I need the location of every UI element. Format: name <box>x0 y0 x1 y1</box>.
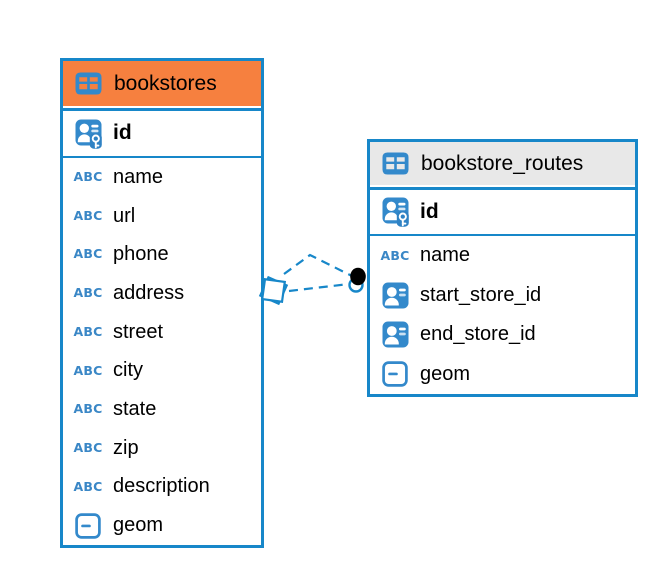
text-type-icon: ABC <box>73 478 103 494</box>
column-name: zip <box>113 436 139 459</box>
header-gap <box>63 106 261 108</box>
text-type-icon: ABC <box>73 246 103 262</box>
column-row-zip[interactable]: ABC zip <box>63 429 261 468</box>
table-node-bookstores[interactable]: bookstores id <box>60 58 264 548</box>
geometry-type-icon <box>380 361 410 387</box>
column-name: start_store_id <box>420 283 542 306</box>
column-name: state <box>113 397 157 420</box>
column-name: city <box>113 359 143 382</box>
column-row-phone[interactable]: ABC phone <box>63 235 261 274</box>
text-type-icon: ABC <box>73 207 103 223</box>
column-row-city[interactable]: ABC city <box>63 351 261 390</box>
table-header-bookstore-routes[interactable]: bookstore_routes <box>370 142 635 185</box>
column-name: description <box>113 475 210 498</box>
text-type-icon: ABC <box>73 401 103 417</box>
column-list: ABC name ABC url ABC phone ABC address A… <box>63 158 261 545</box>
text-type-icon: ABC <box>380 247 410 263</box>
foreign-key-icon <box>380 282 410 309</box>
column-name: name <box>420 244 471 267</box>
column-row-description[interactable]: ABC description <box>63 468 261 507</box>
column-row-url[interactable]: ABC url <box>63 197 261 236</box>
column-row-geom[interactable]: geom <box>63 506 261 545</box>
column-list: ABC name start_store_id <box>370 236 635 394</box>
table-node-bookstore-routes[interactable]: bookstore_routes id <box>367 139 638 397</box>
column-name: geom <box>113 514 164 537</box>
table-icon <box>73 72 103 95</box>
text-type-icon: ABC <box>73 362 103 378</box>
column-name: id <box>420 199 439 223</box>
column-row-name[interactable]: ABC name <box>370 236 635 276</box>
table-title: bookstore_routes <box>421 151 584 175</box>
text-type-icon: ABC <box>73 323 103 339</box>
relation-line-lower[interactable] <box>288 282 350 293</box>
column-name: phone <box>113 243 169 266</box>
column-row-start-store-id[interactable]: start_store_id <box>370 276 635 316</box>
dot-marker[interactable] <box>348 267 366 293</box>
table-header-bookstores[interactable]: bookstores <box>63 61 261 106</box>
header-divider <box>370 187 635 190</box>
table-title: bookstores <box>114 71 217 95</box>
table-icon <box>380 152 410 175</box>
column-row-state[interactable]: ABC state <box>63 390 261 429</box>
column-row-address[interactable]: ABC address <box>63 274 261 313</box>
column-row-end-store-id[interactable]: end_store_id <box>370 315 635 355</box>
geometry-type-icon <box>73 512 103 539</box>
column-row-id[interactable]: id <box>63 111 261 156</box>
column-name: id <box>113 121 132 144</box>
column-name: street <box>113 320 164 343</box>
text-type-icon: ABC <box>73 285 103 301</box>
column-name: url <box>113 204 136 227</box>
header-gap <box>370 185 635 187</box>
column-row-id[interactable]: id <box>370 190 635 234</box>
column-row-street[interactable]: ABC street <box>63 313 261 352</box>
column-name: address <box>113 281 185 304</box>
column-name: name <box>113 165 164 188</box>
foreign-key-icon <box>380 321 410 348</box>
primary-key-icon <box>380 196 410 227</box>
pk-divider <box>63 155 261 158</box>
header-divider <box>63 108 261 111</box>
text-type-icon: ABC <box>73 169 103 185</box>
column-row-geom[interactable]: geom <box>370 355 635 395</box>
text-type-icon: ABC <box>73 439 103 455</box>
relation-line-upper[interactable] <box>283 253 353 277</box>
column-name: geom <box>420 362 471 385</box>
diamond-marker[interactable] <box>258 275 289 306</box>
primary-key-icon <box>73 118 103 149</box>
column-name: end_store_id <box>420 323 536 346</box>
pk-divider <box>370 233 635 236</box>
column-row-name[interactable]: ABC name <box>63 158 261 197</box>
